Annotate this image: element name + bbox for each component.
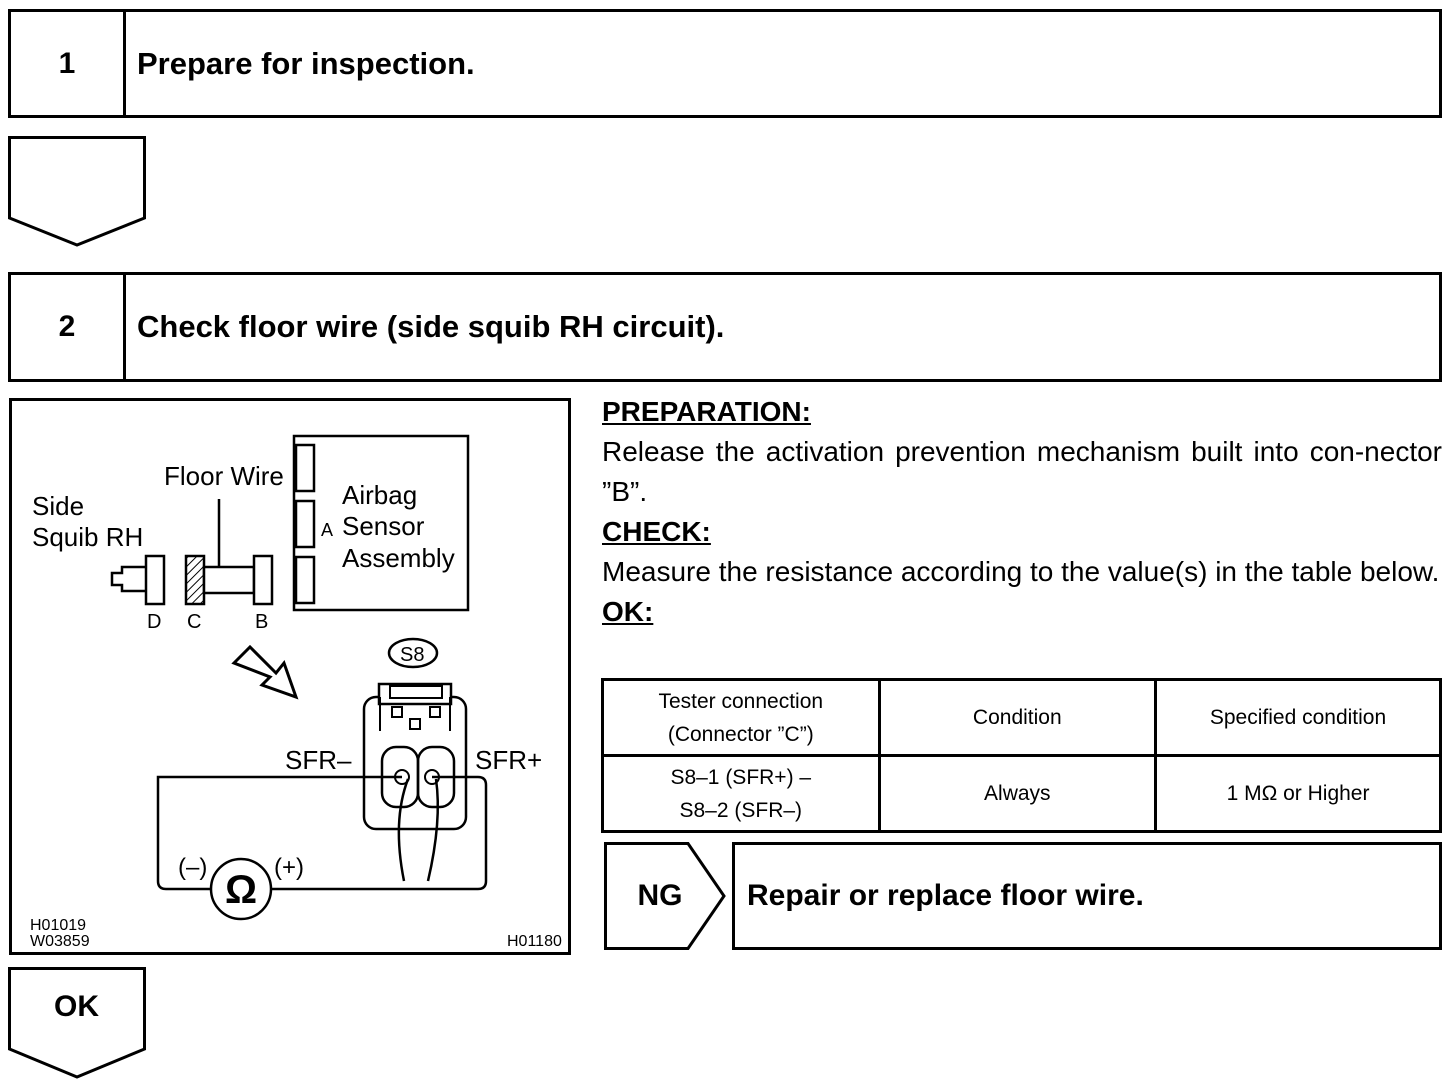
figure-code-2: W03859: [30, 933, 90, 950]
airbag-sensor-box: [292, 434, 470, 612]
ohmmeter-icon: [209, 857, 273, 921]
ng-action: Repair or replace floor wire.: [732, 842, 1442, 950]
step-1-number: 1: [11, 12, 126, 115]
label-d: D: [147, 611, 161, 633]
label-floor-wire: Floor Wire: [164, 461, 284, 491]
label-side-squib-2: Squib RH: [32, 522, 143, 552]
step-1-title: Prepare for inspection.: [137, 45, 475, 81]
ok-down-arrow-icon: [8, 967, 146, 1079]
table-header-tester: Tester connection (Connector ”C”): [601, 678, 881, 757]
label-ohm: Ω: [225, 868, 257, 912]
label-b: B: [255, 611, 268, 633]
down-arrow-icon: [8, 136, 146, 247]
direction-arrow-icon: [231, 644, 299, 700]
figure-code-1: H01019: [30, 917, 86, 934]
check-text: Measure the resistance according to the …: [602, 556, 1440, 587]
label-a: A: [321, 520, 333, 540]
table-header-row: Tester connection (Connector ”C”) Condit…: [601, 678, 1442, 757]
table-cell-tester: S8–1 (SFR+) – S8–2 (SFR–): [601, 754, 881, 833]
preparation-heading: PREPARATION:: [602, 396, 811, 427]
spec-table: Tester connection (Connector ”C”) Condit…: [601, 678, 1442, 833]
label-airbag-3: Assembly: [342, 543, 455, 573]
label-s8: S8: [400, 644, 424, 666]
table-row: S8–1 (SFR+) – S8–2 (SFR–) Always 1 MΩ or…: [601, 754, 1442, 833]
preparation-text: Release the activation prevention mechan…: [602, 436, 1442, 507]
connector-c: [184, 554, 206, 606]
connector-d: [144, 554, 166, 606]
ok-heading: OK:: [602, 596, 654, 627]
ng-arrow-icon: [604, 842, 726, 950]
label-side-squib-1: Side: [32, 491, 84, 521]
label-sfr-plus: SFR+: [475, 745, 542, 775]
label-airbag-1: Airbag: [342, 480, 417, 510]
connector-b: [252, 554, 274, 606]
table-header-specified: Specified condition: [1154, 678, 1442, 757]
label-c: C: [187, 611, 201, 633]
figure-code-3: H01180: [507, 933, 562, 950]
table-cell-condition: Always: [877, 754, 1158, 833]
check-heading: CHECK:: [602, 516, 711, 547]
wiring-diagram: Airbag Sensor Assembly A Floor Wire Side…: [9, 398, 571, 955]
ok-label: OK: [54, 990, 99, 1023]
label-neg: (–): [178, 854, 207, 881]
step-1-header: 1 Prepare for inspection.: [8, 9, 1442, 118]
instructions: PREPARATION: Release the activation prev…: [602, 392, 1442, 632]
step-2-number: 2: [11, 275, 126, 379]
label-airbag-2: Sensor: [342, 511, 425, 541]
table-header-condition: Condition: [877, 678, 1158, 757]
table-cell-specified: 1 MΩ or Higher: [1154, 754, 1442, 833]
label-pos: (+): [274, 854, 304, 881]
label-sfr-minus: SFR–: [285, 745, 352, 775]
step-2-header: 2 Check floor wire (side squib RH circui…: [8, 272, 1442, 382]
ng-label: NG: [637, 879, 683, 912]
step-2-title: Check floor wire (side squib RH circuit)…: [137, 309, 725, 344]
